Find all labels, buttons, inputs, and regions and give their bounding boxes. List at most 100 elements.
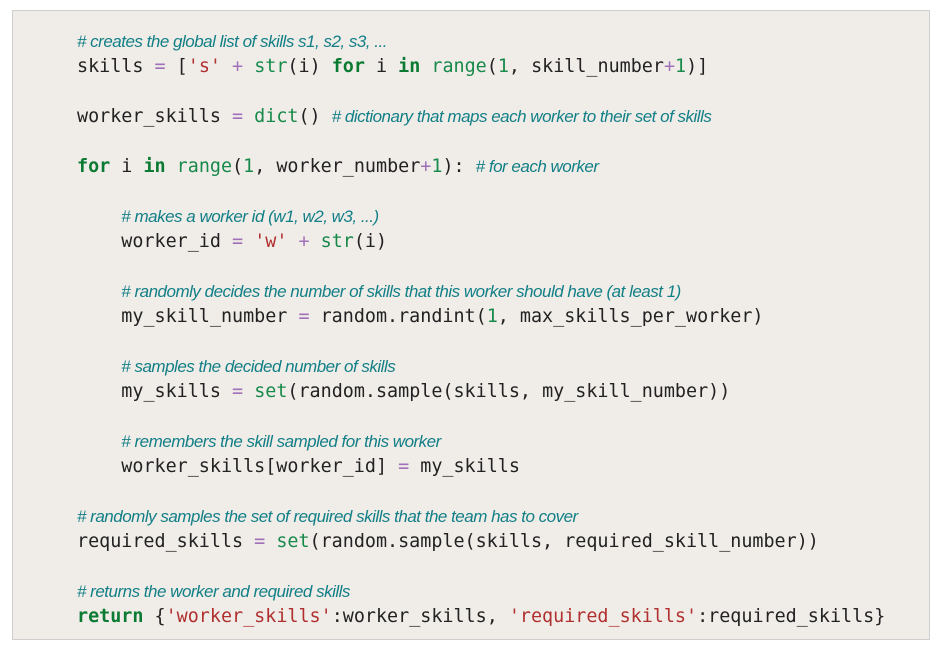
code-text-token: [ xyxy=(165,56,188,77)
comment-token: # for each worker xyxy=(475,157,599,176)
code-text-token xyxy=(166,156,177,177)
builtin-token: range xyxy=(176,156,233,177)
code-text-token xyxy=(287,231,298,252)
code-text-token: ( xyxy=(232,156,244,177)
comment-token: # randomly decides the number of skills … xyxy=(121,282,681,301)
keyword-token: in xyxy=(398,56,421,77)
code-block: # creates the global list of skills s1, … xyxy=(77,29,885,629)
code-line: for i in range(1, worker_number+1): # fo… xyxy=(77,154,885,179)
string-token: 'worker_skills' xyxy=(165,606,332,627)
string-token: 'w' xyxy=(254,231,288,252)
operator-token: + xyxy=(298,231,310,252)
code-text-token xyxy=(221,56,232,77)
operator-token: = xyxy=(298,306,310,327)
comment-token: # makes a worker id (w1, w2, w3, ...) xyxy=(121,207,379,226)
code-text-token: (random.sample(skills, required_skill_nu… xyxy=(309,531,819,552)
builtin-token: str xyxy=(320,231,354,252)
operator-token: + xyxy=(663,56,676,77)
comment-token: # creates the global list of skills s1, … xyxy=(77,32,387,51)
code-text-token: )] xyxy=(686,56,709,77)
code-text-token: :required_skills} xyxy=(697,606,886,627)
code-text-token: skills xyxy=(77,56,155,77)
code-text-token xyxy=(420,56,431,77)
code-text-token: { xyxy=(143,606,166,627)
builtin-token: set xyxy=(254,381,288,402)
code-text-token xyxy=(243,231,254,252)
code-text-token xyxy=(310,231,321,252)
code-line: # samples the decided number of skills xyxy=(77,354,885,379)
code-text-token xyxy=(243,106,254,127)
code-line: skills = ['s' + str(i) for i in range(1,… xyxy=(77,54,885,79)
comment-token: # returns the worker and required skills xyxy=(77,582,350,601)
operator-token: + xyxy=(420,156,432,177)
code-text-token: , worker_number xyxy=(254,156,421,177)
code-text-token: :worker_skills, xyxy=(331,606,509,627)
operator-token: = xyxy=(232,381,244,402)
code-text-token: my_skills xyxy=(409,456,520,477)
code-text-token: random.randint( xyxy=(309,306,487,327)
code-line: # remembers the skill sampled for this w… xyxy=(77,429,885,454)
keyword-token: return xyxy=(77,606,144,627)
builtin-token: range xyxy=(431,56,487,77)
blank-line xyxy=(77,129,885,154)
operator-token: = xyxy=(232,231,244,252)
code-line: # makes a worker id (w1, w2, w3, ...) xyxy=(77,204,885,229)
code-text-token: (i) xyxy=(287,56,332,77)
keyword-token: in xyxy=(143,156,166,177)
code-text-token xyxy=(243,381,254,402)
blank-line xyxy=(77,329,885,354)
comment-token: # randomly samples the set of required s… xyxy=(77,507,578,526)
code-text-token: required_skills xyxy=(77,531,255,552)
code-text-token: my_skills xyxy=(121,381,233,402)
builtin-token: dict xyxy=(254,106,299,127)
code-text-token: worker_skills xyxy=(77,106,233,127)
blank-line xyxy=(77,179,885,204)
string-token: 's' xyxy=(187,56,221,77)
blank-line xyxy=(77,79,885,104)
keyword-token: for xyxy=(77,156,111,177)
builtin-token: set xyxy=(276,531,310,552)
blank-line xyxy=(77,254,885,279)
code-line: required_skills = set(random.sample(skil… xyxy=(77,529,885,554)
code-line: # randomly samples the set of required s… xyxy=(77,504,885,529)
code-text-token: , max_skills_per_worker) xyxy=(497,306,764,327)
code-text-token xyxy=(243,56,254,77)
string-token: 'required_skills' xyxy=(508,606,698,627)
blank-line xyxy=(77,479,885,504)
comment-token: # dictionary that maps each worker to th… xyxy=(331,107,712,126)
code-line: return {'worker_skills':worker_skills, '… xyxy=(77,604,885,629)
code-text-token: ): xyxy=(442,156,476,177)
builtin-token: str xyxy=(254,56,288,77)
code-text-token: my_skill_number xyxy=(121,306,299,327)
code-line: worker_skills = dict() # dictionary that… xyxy=(77,104,885,129)
number-token: 1 xyxy=(243,156,255,177)
operator-token: = xyxy=(154,56,166,77)
code-text-token xyxy=(265,531,276,552)
code-text-token: , skill_number xyxy=(508,56,664,77)
code-line: # returns the worker and required skills xyxy=(77,579,885,604)
code-text-token: ( xyxy=(486,56,498,77)
operator-token: = xyxy=(398,456,410,477)
number-token: 1 xyxy=(497,56,509,77)
code-line: my_skills = set(random.sample(skills, my… xyxy=(77,379,885,404)
code-text-token: i xyxy=(110,156,144,177)
code-text-token: worker_id xyxy=(121,231,233,252)
code-text-token: () xyxy=(298,106,332,127)
number-token: 1 xyxy=(486,306,498,327)
code-line: worker_skills[worker_id] = my_skills xyxy=(77,454,885,479)
code-snippet-panel: # creates the global list of skills s1, … xyxy=(12,10,930,640)
comment-token: # samples the decided number of skills xyxy=(121,357,396,376)
number-token: 1 xyxy=(675,56,687,77)
operator-token: + xyxy=(232,56,244,77)
code-line: worker_id = 'w' + str(i) xyxy=(77,229,885,254)
code-line: my_skill_number = random.randint(1, max_… xyxy=(77,304,885,329)
operator-token: = xyxy=(232,106,244,127)
code-text-token: worker_skills[worker_id] xyxy=(121,456,399,477)
code-text-token: i xyxy=(364,56,399,77)
code-text-token: (i) xyxy=(353,231,388,252)
code-line: # randomly decides the number of skills … xyxy=(77,279,885,304)
blank-line xyxy=(77,554,885,579)
keyword-token: for xyxy=(331,56,365,77)
code-line: # creates the global list of skills s1, … xyxy=(77,29,885,54)
comment-token: # remembers the skill sampled for this w… xyxy=(121,432,441,451)
